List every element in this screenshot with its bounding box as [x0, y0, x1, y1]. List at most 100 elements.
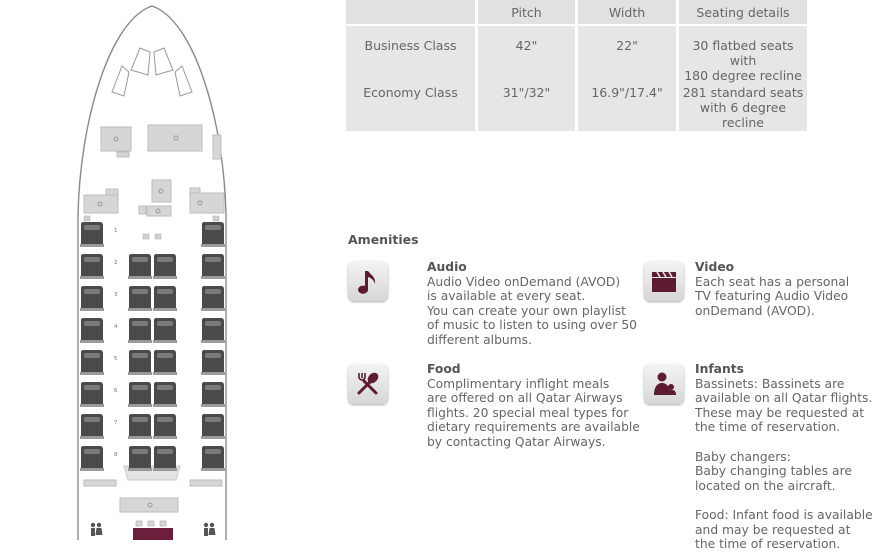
amenity-line: Audio Video onDemand (AVOD)	[427, 274, 621, 289]
seat	[201, 286, 225, 311]
seat	[128, 254, 152, 279]
amenity-title: Video	[695, 260, 735, 274]
seat	[128, 446, 152, 471]
amenity-line: dietary requirements are available	[427, 420, 640, 435]
seat	[80, 350, 104, 375]
amenities-heading: Amenities	[348, 232, 419, 247]
amenity-line: flights. 20 special meal types for	[427, 405, 629, 420]
seat	[80, 446, 104, 471]
seat	[201, 350, 225, 375]
table-row: Economy Class 31"/32" 16.9"/17.4" 281 st…	[346, 83, 807, 131]
seat-rows	[80, 222, 225, 471]
seat	[80, 414, 104, 439]
music-note-icon	[348, 261, 388, 301]
amenity-line: the time of reservation.	[695, 420, 841, 435]
row-number: 4	[114, 324, 118, 330]
economy-seat-block	[133, 520, 173, 540]
amenity-line: different albums.	[427, 332, 532, 347]
lavatory-icon	[203, 522, 216, 536]
row-number: 3	[114, 292, 118, 298]
row-number: 5	[114, 356, 118, 362]
amenity-line: These may be requested at	[695, 405, 865, 420]
amenity-title: Infants	[695, 362, 744, 376]
seat	[128, 414, 152, 439]
seat	[153, 350, 177, 375]
table-header-width: Width	[578, 0, 676, 26]
width-value: 16.9"/17.4"	[578, 83, 676, 131]
class-name: Business Class	[346, 26, 475, 83]
seat	[128, 286, 152, 311]
amenity-line: of music to listen to using over 50	[427, 318, 637, 333]
pitch-value: 31"/32"	[478, 83, 575, 131]
amenity-infants: Infants Bassinets: Bassinets are availab…	[695, 362, 873, 552]
spoon-fork-icon	[348, 364, 388, 404]
table-header-pitch: Pitch	[478, 0, 575, 26]
clapperboard-icon	[644, 261, 684, 301]
details-line: 281 standard seats	[682, 85, 804, 100]
amenity-line: Bassinets: Bassinets are	[695, 376, 845, 391]
amenity-line: Baby changing tables are	[695, 464, 852, 479]
row-number: 6	[114, 388, 118, 394]
seat	[201, 382, 225, 407]
class-name: Economy Class	[346, 83, 475, 131]
galley-blocks	[83, 124, 225, 513]
seat	[80, 254, 104, 279]
seat	[201, 222, 225, 247]
mother-baby-icon	[644, 364, 684, 404]
row-number: 8	[114, 452, 118, 458]
details-line: 30 flatbed seats with	[692, 38, 794, 68]
amenity-line: by contacting Qatar Airways.	[427, 434, 606, 449]
table-row: Business Class 42" 22" 30 flatbed seats …	[346, 26, 807, 83]
amenity-line: Baby changers:	[695, 449, 791, 464]
amenity-video: Video Each seat has a personal TV featur…	[695, 260, 849, 318]
amenity-title: Food	[427, 362, 461, 376]
row-number: 1	[114, 228, 118, 234]
cockpit-windows	[111, 47, 193, 97]
amenity-line: TV featuring Audio Video	[695, 289, 849, 304]
seat-map: 1 2 3 4 5 6 7 8	[77, 5, 227, 540]
seat	[201, 254, 225, 279]
details-line: with 6 degree recline	[699, 100, 787, 130]
seating-details: 30 flatbed seats with 180 degree recline	[679, 26, 807, 83]
seat	[153, 446, 177, 471]
seat	[80, 382, 104, 407]
amenity-line: and may be requested at	[695, 522, 851, 537]
amenity-line: are offered on all Qatar Airways	[427, 391, 623, 406]
amenity-line: is available at every seat.	[427, 289, 586, 304]
pitch-value: 42"	[478, 26, 575, 83]
seating-details: 281 standard seats with 6 degree recline	[679, 83, 807, 131]
seat	[80, 318, 104, 343]
width-value: 22"	[578, 26, 676, 83]
seat-spec-table: Pitch Width Seating details Business Cla…	[343, 0, 810, 131]
seat	[153, 286, 177, 311]
seat	[153, 254, 177, 279]
row-numbers: 1 2 3 4 5 6 7 8	[114, 228, 118, 458]
amenity-line: Complimentary inflight meals	[427, 376, 610, 391]
amenity-line: Food: Infant food is available	[695, 507, 873, 522]
seat	[153, 414, 177, 439]
amenity-line: Each seat has a personal	[695, 274, 850, 289]
seat	[80, 222, 104, 247]
seat	[128, 382, 152, 407]
lavatory-icon	[90, 522, 103, 536]
amenity-line: onDemand (AVOD).	[695, 303, 815, 318]
amenity-food: Food Complimentary inflight meals are of…	[427, 362, 640, 450]
table-header	[346, 0, 475, 26]
seat	[153, 382, 177, 407]
seat	[153, 318, 177, 343]
seat	[128, 318, 152, 343]
details-line: 180 degree recline	[684, 68, 802, 83]
seat	[201, 414, 225, 439]
seat	[80, 286, 104, 311]
amenity-line: You can create your own playlist	[427, 303, 626, 318]
seat	[201, 318, 225, 343]
amenity-title: Audio	[427, 260, 467, 274]
row-number: 2	[114, 260, 118, 266]
amenity-audio: Audio Audio Video onDemand (AVOD) is ava…	[427, 260, 637, 348]
amenity-line: located on the aircraft.	[695, 478, 836, 493]
amenity-line: available on all Qatar flights.	[695, 391, 873, 406]
seat	[128, 350, 152, 375]
amenity-line: the time of reservation.	[695, 537, 841, 552]
row-number: 7	[114, 420, 118, 426]
seat	[201, 446, 225, 471]
